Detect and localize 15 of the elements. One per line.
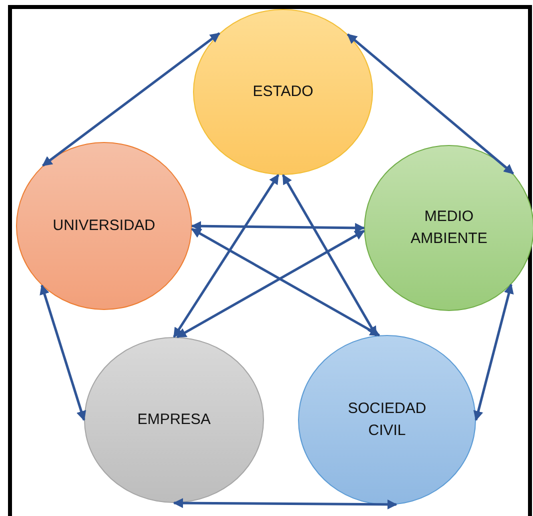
- node-label: SOCIEDAD CIVIL: [346, 399, 428, 441]
- double-arrow: [191, 221, 365, 233]
- node-label: ESTADO: [252, 82, 314, 102]
- double-arrow: [172, 174, 280, 338]
- node-label: UNIVERSIDAD: [52, 216, 156, 236]
- double-arrow: [176, 230, 365, 338]
- double-arrow: [40, 284, 86, 421]
- double-arrow: [191, 228, 380, 336]
- double-arrow: [473, 284, 514, 421]
- double-arrow: [42, 32, 220, 167]
- double-arrow: [346, 33, 514, 174]
- double-arrow: [173, 498, 398, 510]
- double-arrow: [282, 174, 378, 336]
- node-label: EMPRESA: [137, 410, 211, 430]
- node-label: MEDIO AMBIENTE: [410, 207, 488, 249]
